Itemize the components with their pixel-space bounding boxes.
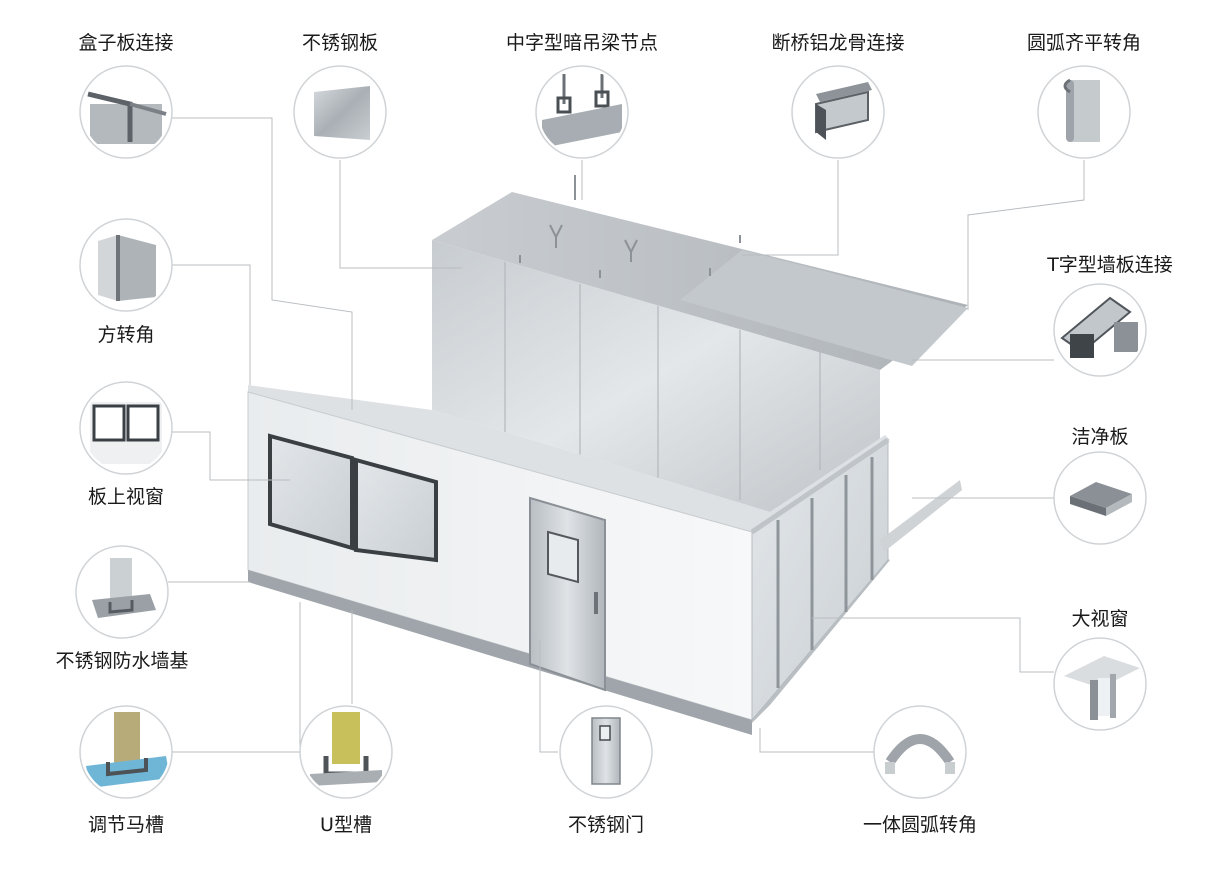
box-panel-joint-label: 盒子板连接 xyxy=(78,32,174,54)
stainless-door-icon xyxy=(559,705,653,799)
clean-panel-icon xyxy=(1053,451,1147,545)
panel-window-label: 板上视窗 xyxy=(87,486,165,508)
box-panel-joint-leader-line xyxy=(168,117,353,410)
stainless-panel-leader-line xyxy=(339,160,462,269)
aluminum-keel-joint-label: 断桥铝龙骨连接 xyxy=(771,32,905,54)
panel-window-icon xyxy=(79,381,173,475)
right-frame xyxy=(750,437,890,535)
front-wall-base xyxy=(248,570,752,735)
back-wall xyxy=(432,240,880,512)
adjust-channel-icon xyxy=(79,705,173,799)
large-window-label: 大视窗 xyxy=(1071,608,1129,630)
adjust-channel-leader-line xyxy=(172,602,301,753)
t-joint-icon xyxy=(1053,283,1147,377)
stainless-door-model xyxy=(529,496,606,692)
integral-arc-corner-leader-line xyxy=(759,728,874,753)
leader-lines xyxy=(168,117,1085,753)
cleanroom-model xyxy=(247,175,968,735)
end-cap xyxy=(880,480,962,552)
square-corner-leader-line xyxy=(172,264,251,385)
inner-floor xyxy=(248,385,890,532)
arc-corner-icon xyxy=(1037,65,1131,159)
ceiling-panel-right xyxy=(680,250,968,366)
box-panel-joint-icon xyxy=(79,65,173,159)
hanger-rods xyxy=(519,175,741,278)
stainless-panel-label: 不锈钢板 xyxy=(301,32,379,54)
stainless-door-label: 不锈钢门 xyxy=(567,814,645,836)
u-channel-icon xyxy=(299,705,393,799)
panel-window-group xyxy=(268,433,438,563)
stainless-waterproof-base-label: 不锈钢防水墙基 xyxy=(55,650,189,672)
callout-circles xyxy=(75,65,1147,799)
panel-window-leader-line xyxy=(172,431,290,481)
stainless-door-leader-line xyxy=(539,640,558,753)
stainless-panel-icon xyxy=(293,65,387,159)
arc-flush-corner-label: 圆弧齐平转角 xyxy=(1026,32,1142,54)
integral-arc-corner-label: 一体圆弧转角 xyxy=(862,814,978,836)
back-wall-seams xyxy=(504,262,821,500)
aluminum-profile-icon xyxy=(791,65,885,159)
square-corner-label: 方转角 xyxy=(97,324,155,346)
clean-panel-label: 洁净板 xyxy=(1071,426,1129,448)
t-wall-joint-label: T字型墙板连接 xyxy=(1047,254,1173,276)
glass-mullions xyxy=(776,457,874,688)
waterproof-base-icon xyxy=(75,545,169,639)
adjust-channel-label: 调节马槽 xyxy=(87,814,165,836)
aluminum-keel-joint-leader-line xyxy=(742,160,839,256)
u-channel-label: U型槽 xyxy=(320,814,372,836)
integral-arc-corner-icon xyxy=(873,705,967,799)
hanger-beam-icon xyxy=(535,65,629,159)
large-window-leader-line xyxy=(812,617,1054,673)
arc-flush-corner-leader-line xyxy=(967,160,1085,310)
concealed-beam-node-label: 中字型暗吊梁节点 xyxy=(505,32,659,54)
large-window-icon xyxy=(1053,637,1147,731)
square-corner-icon xyxy=(79,218,173,312)
